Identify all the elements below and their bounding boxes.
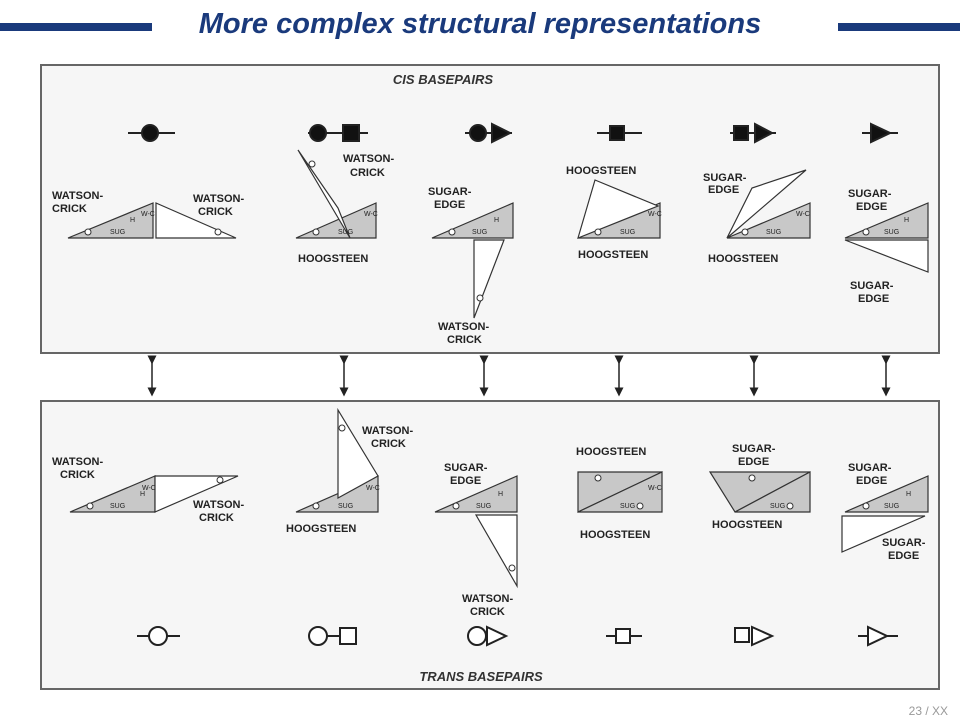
trans-hs-bottom-label: HOOGSTEEN xyxy=(712,519,782,531)
cis-ss-top-label-2: EDGE xyxy=(856,201,887,213)
cis-ss-top-label: SUGAR- xyxy=(848,188,892,200)
trans-ss-bottom-label: SUGAR- xyxy=(882,537,926,549)
trans-wh-top-label: WATSON- xyxy=(362,425,413,437)
cis-hs-bottom-label: HOOGSTEEN xyxy=(708,253,778,265)
edge-mark-wc: W-C xyxy=(648,485,662,492)
cis-ww-symbol xyxy=(128,124,175,142)
edge-mark-sug: SUG xyxy=(472,229,487,236)
edge-mark-wc: W-C xyxy=(648,211,662,218)
edge-mark-sug: SUG xyxy=(338,503,353,510)
edge-mark-h: H xyxy=(904,217,909,224)
trans-hs-symbol xyxy=(734,625,775,647)
edge-marks: SUG SUG SUG SUG SUG SUG SUG SUG SUG SUG … xyxy=(110,211,911,510)
edge-mark-sug: SUG xyxy=(884,229,899,236)
vertex-circles xyxy=(84,160,870,572)
cis-hs-left-label-2: EDGE xyxy=(708,184,739,196)
cis-panel xyxy=(40,64,940,354)
trans-ws-left-label-2: EDGE xyxy=(450,475,481,487)
cis-ws-left-label: SUGAR- xyxy=(428,186,472,198)
trans-ss-symbol xyxy=(858,625,898,647)
edge-mark-wc: W-C xyxy=(796,211,810,218)
edge-mark-wc: W-C xyxy=(141,211,155,218)
edge-mark-wc: W-C xyxy=(142,485,156,492)
trans-ws-symbol xyxy=(467,625,509,647)
cis-ww-left-label: WATSON- xyxy=(52,190,103,202)
cis-hh-symbol xyxy=(597,125,642,141)
cis-ww-left-label-2: CRICK xyxy=(52,203,87,215)
trans-hh-bottom-label: HOOGSTEEN xyxy=(580,529,650,541)
cis-ws-symbol xyxy=(465,122,513,144)
trans-header: TRANS BASEPAIRS xyxy=(419,669,543,684)
trans-hh-symbol xyxy=(606,628,642,644)
trans-ww-left-label-2: CRICK xyxy=(60,469,95,481)
cis-triangles xyxy=(67,149,929,319)
cis-ws-left-label-2: EDGE xyxy=(434,199,465,211)
trans-ss-top-label-2: EDGE xyxy=(856,475,887,487)
cis-ws-bottom-label-2: CRICK xyxy=(447,334,482,346)
trans-ss-top-label: SUGAR- xyxy=(848,462,892,474)
edge-mark-h: H xyxy=(494,217,499,224)
trans-ws-bottom-label: WATSON- xyxy=(462,593,513,605)
title-bar-left xyxy=(0,23,152,31)
trans-ww-right-label: WATSON- xyxy=(193,499,244,511)
cis-hh-top-label: HOOGSTEEN xyxy=(566,165,636,177)
trans-hs-top-label-2: EDGE xyxy=(738,456,769,468)
trans-hh-top-label: HOOGSTEEN xyxy=(576,446,646,458)
page-number: 23 / XX xyxy=(908,704,948,718)
cis-ss-symbol xyxy=(862,122,898,144)
cis-wh-bottom-label: HOOGSTEEN xyxy=(298,253,368,265)
edge-mark-sug: SUG xyxy=(110,503,125,510)
cis-wh-symbol xyxy=(308,124,368,142)
cis-ww-right-label-2: CRICK xyxy=(198,206,233,218)
edge-mark-sug: SUG xyxy=(620,503,635,510)
trans-ww-right-label-2: CRICK xyxy=(199,512,234,524)
trans-triangles xyxy=(69,407,929,589)
edge-mark-sug: SUG xyxy=(766,229,781,236)
cis-hh-bottom-label: HOOGSTEEN xyxy=(578,249,648,261)
edge-mark-sug: SUG xyxy=(770,503,785,510)
cis-ss-bottom-label: SUGAR- xyxy=(850,280,894,292)
cis-trans-arrows xyxy=(147,355,891,397)
cis-ss-bottom-label-2: EDGE xyxy=(858,293,889,305)
trans-ww-symbol xyxy=(137,626,180,646)
slide-title: More complex structural representations xyxy=(198,8,762,40)
cis-symbols xyxy=(128,122,898,144)
edge-mark-h: H xyxy=(498,491,503,498)
trans-wh-symbol xyxy=(308,626,357,646)
trans-ws-bottom-label-2: CRICK xyxy=(470,606,505,618)
cis-wh-top-label-2: CRICK xyxy=(350,167,385,179)
cis-ww-right-label: WATSON- xyxy=(193,193,244,205)
edge-mark-wc: W-C xyxy=(366,485,380,492)
cis-header: CIS BASEPAIRS xyxy=(393,72,493,87)
edge-mark-h: H xyxy=(140,491,145,498)
edge-mark-sug: SUG xyxy=(620,229,635,236)
trans-ss-bottom-label-2: EDGE xyxy=(888,550,919,562)
edge-mark-wc: W-C xyxy=(364,211,378,218)
trans-ws-left-label: SUGAR- xyxy=(444,462,488,474)
trans-hs-top-label: SUGAR- xyxy=(732,443,776,455)
cis-hs-left-label: SUGAR- xyxy=(703,172,747,184)
edge-mark-sug: SUG xyxy=(476,503,491,510)
trans-ww-left-label: WATSON- xyxy=(52,456,103,468)
title-bar-right xyxy=(838,23,960,31)
trans-wh-top-label-2: CRICK xyxy=(371,438,406,450)
edge-mark-h: H xyxy=(906,491,911,498)
edge-mark-sug: SUG xyxy=(338,229,353,236)
trans-wh-bottom-label: HOOGSTEEN xyxy=(286,523,356,535)
trans-symbols xyxy=(137,625,898,647)
edge-mark-sug: SUG xyxy=(884,503,899,510)
cis-wh-top-label: WATSON- xyxy=(343,153,394,165)
cis-hs-symbol xyxy=(730,122,776,144)
edge-mark-sug: SUG xyxy=(110,229,125,236)
cis-ws-bottom-label: WATSON- xyxy=(438,321,489,333)
edge-mark-h: H xyxy=(130,217,135,224)
